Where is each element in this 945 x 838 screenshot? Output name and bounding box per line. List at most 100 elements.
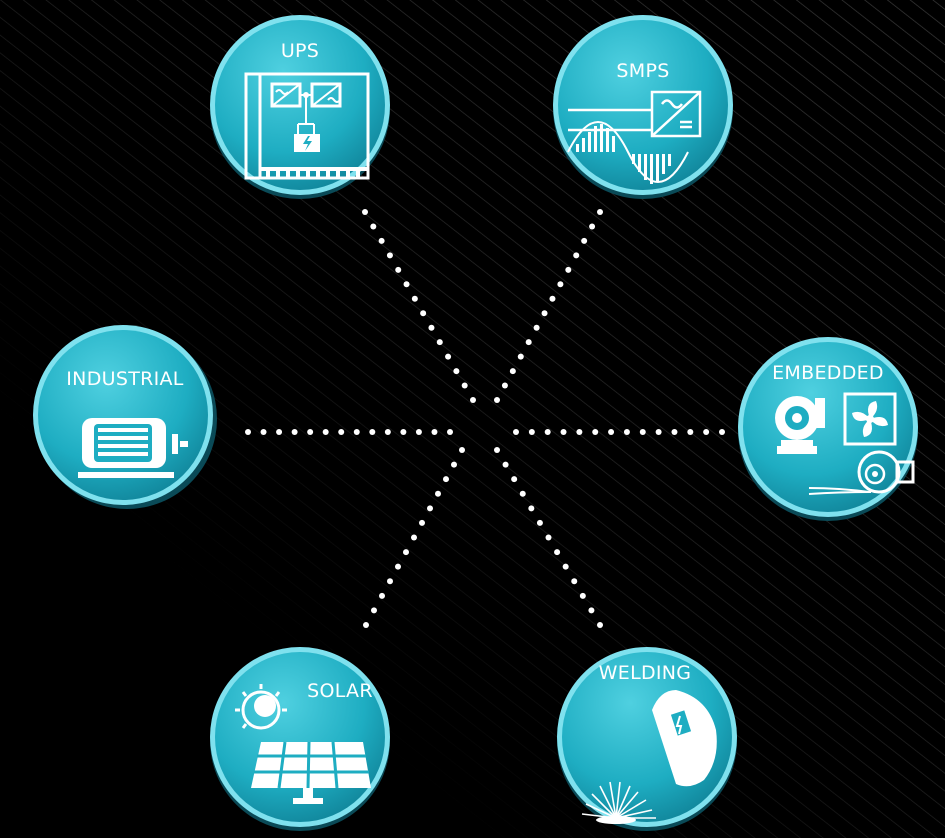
connector-dot [245, 429, 251, 435]
connector-dot [554, 549, 561, 556]
connector-industrial [245, 429, 453, 435]
connector-dot [403, 549, 409, 556]
connector-dot [576, 429, 583, 435]
connector-dot [571, 578, 578, 585]
connector-embedded [513, 429, 725, 435]
connector-dot [494, 447, 500, 453]
node-label: SOLAR [307, 680, 373, 702]
connector-welding [494, 447, 603, 628]
connector-dot [562, 563, 569, 570]
connector-dot [502, 461, 509, 468]
connector-dot [420, 310, 427, 317]
connector-dot [419, 519, 425, 526]
connector-dot [461, 382, 468, 389]
connector-dot [513, 429, 519, 435]
node-embedded[interactable]: EMBEDDED [733, 332, 923, 522]
node-label: UPS [280, 40, 320, 62]
electric-motor-icon [78, 418, 188, 478]
connector-dot [639, 429, 646, 435]
connector-dot [549, 295, 556, 302]
connector-dot [623, 429, 630, 435]
connector-ups [362, 209, 476, 403]
connector-dot [378, 237, 385, 244]
connector-dot [387, 578, 393, 585]
connector-dot [703, 429, 710, 435]
connector-dot [445, 353, 452, 360]
connector-dot [371, 607, 377, 614]
pump-fan-motor-icon [775, 392, 915, 495]
connector-dot [427, 505, 433, 512]
connector-dot [415, 429, 422, 435]
connector-dot [687, 429, 694, 435]
connector-dot [494, 397, 500, 403]
connector-dot [451, 461, 457, 468]
connector-dot [435, 490, 441, 497]
connector-dot [528, 505, 535, 512]
connector-dot [384, 429, 391, 435]
connector-dot [544, 429, 551, 435]
connector-dot [589, 223, 596, 230]
connector-dot [260, 429, 267, 435]
connector-dot [536, 519, 543, 526]
node-label: SMPS [616, 60, 670, 82]
connector-dot [528, 429, 535, 435]
connector-dot [511, 476, 518, 483]
connector-dot [431, 429, 438, 435]
connector-dot [386, 252, 393, 259]
node-ups[interactable]: UPS [205, 10, 395, 200]
connector-dot [459, 447, 465, 453]
node-solar[interactable]: SOLAR [205, 642, 395, 832]
connector-dot [353, 429, 360, 435]
connector-dot [362, 209, 368, 215]
node-welding[interactable]: WELDING [552, 642, 742, 832]
connector-dot [517, 353, 524, 360]
connector-dot [719, 429, 725, 435]
connector-dot [379, 592, 385, 599]
connector-dot [557, 281, 564, 288]
connector-dot [322, 429, 329, 435]
ups-inverter-icon [244, 72, 370, 180]
dotted-connectors [245, 209, 725, 628]
connector-dot [509, 368, 516, 375]
connector-dot [411, 534, 417, 541]
connector-dot [395, 563, 401, 570]
connector-dot [370, 223, 377, 230]
solar-panel-icon [235, 684, 371, 804]
connector-dot [597, 622, 603, 628]
connector-dot [338, 429, 345, 435]
connector-dot [608, 429, 615, 435]
connector-dot [453, 368, 460, 375]
connector-dot [276, 429, 283, 435]
connector-dot [428, 324, 435, 331]
connector-dot [588, 607, 595, 614]
node-industrial[interactable]: INDUSTRIAL [22, 320, 217, 510]
welding-mask-icon [581, 690, 717, 824]
connector-dot [363, 622, 369, 628]
node-label: WELDING [598, 662, 692, 684]
connector-dot [592, 429, 599, 435]
connector-dot [470, 397, 476, 403]
connector-smps [494, 209, 603, 403]
connector-dot [403, 281, 410, 288]
connector-dot [545, 534, 552, 541]
connector-dot [597, 209, 603, 215]
connector-dot [436, 339, 443, 346]
connector-dot [395, 266, 402, 273]
connector-dot [560, 429, 567, 435]
connector-dot [541, 310, 548, 317]
node-smps[interactable]: SMPS [548, 10, 738, 200]
smps-waveform-icon [567, 90, 702, 184]
connector-dot [579, 592, 586, 599]
connector-dot [447, 429, 453, 435]
connector-dot [400, 429, 407, 435]
connector-dot [671, 429, 678, 435]
connector-dot [525, 339, 532, 346]
connector-dot [369, 429, 376, 435]
connector-dot [291, 429, 298, 435]
connector-dot [533, 324, 540, 331]
connector-dot [581, 237, 588, 244]
connector-dot [565, 266, 572, 273]
node-label: EMBEDDED [772, 362, 884, 384]
connector-dot [443, 476, 449, 483]
node-label: INDUSTRIAL [66, 368, 184, 390]
